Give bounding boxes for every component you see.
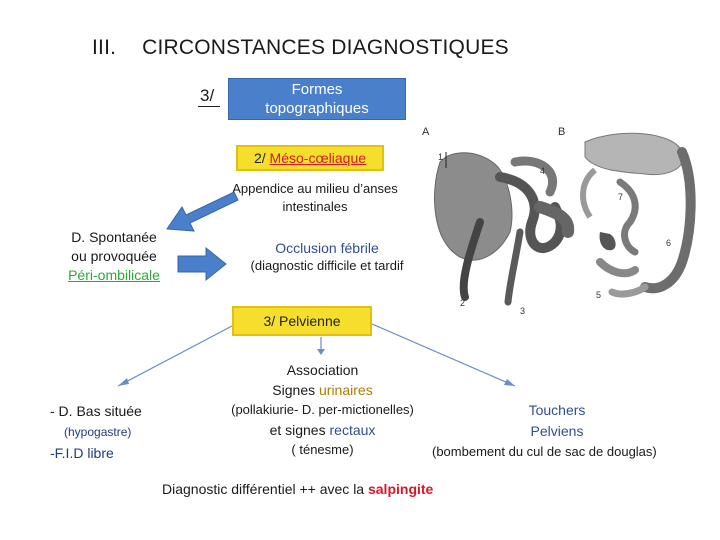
- association-line2: Signes urinaires: [272, 382, 373, 398]
- label-b-7: 7: [618, 192, 623, 202]
- bas-line3: -F.I.D libre: [50, 445, 114, 461]
- pelvienne-label: 3/ Pelvienne: [263, 313, 341, 329]
- section-number: III.: [92, 36, 117, 59]
- occlusion-block: Occlusion fébrile (diagnostic difficile …: [232, 239, 422, 275]
- association-line3: (pollakiurie- D. per-mictionelles): [231, 402, 414, 417]
- meso-label: Méso-cœliaque: [269, 150, 367, 166]
- title-text: CIRCONSTANCES DIAGNOSTIQUES: [142, 36, 509, 59]
- salpingite-highlight: salpingite: [367, 481, 434, 497]
- formes-number: 3/: [200, 86, 215, 105]
- association-line5: ( ténesme): [291, 442, 354, 457]
- meso-description: Appendice au milieu d’anses intestinales: [200, 180, 430, 216]
- diff-prefix: Diagnostic différentiel ++ avec la: [162, 481, 368, 497]
- arrow-pelv-left: [117, 325, 233, 387]
- meso-box: 2/ Méso-cœliaque: [236, 145, 384, 171]
- formes-line1: Formes: [291, 81, 343, 98]
- formes-number-underline: [198, 106, 220, 107]
- occlusion-subtitle: (diagnostic difficile et tardif: [250, 258, 404, 273]
- meso-desc-line1: Appendice au milieu d’anses: [232, 181, 398, 196]
- spontanee-block: D. Spontanée ou provoquée Péri-ombilical…: [44, 228, 184, 285]
- label-a-3: 3: [520, 306, 525, 316]
- bas-line2: (hypogastre): [64, 425, 132, 439]
- touchers-detail: (bombement du cul de sac de douglas): [432, 444, 657, 459]
- arrow-pelv-center: [317, 337, 325, 355]
- panel-b-label: B: [558, 126, 565, 138]
- rectaux-highlight: rectaux: [329, 422, 376, 438]
- association-block: Association Signes urinaires (pollakiuri…: [210, 360, 435, 460]
- label-a-1: 1: [438, 152, 443, 162]
- meso-desc-line2: intestinales: [282, 199, 348, 214]
- touchers-line1: Touchers: [528, 402, 586, 418]
- touchers-block: Touchers Pelviens: [512, 400, 602, 442]
- panel-a-illustration: [434, 152, 575, 306]
- association-line1: Association: [286, 362, 359, 378]
- pelvienne-box: 3/ Pelvienne: [232, 306, 372, 336]
- bas-situee-block: - D. Bas située (hypogastre) -F.I.D libr…: [50, 401, 142, 464]
- meso-prefix: 2/: [253, 150, 270, 166]
- differential-diagnosis: Diagnostic différentiel ++ avec la salpi…: [162, 481, 433, 497]
- appendix-anatomy-figure: A 1 2 3 4 B 7 6 5: [420, 122, 710, 318]
- arrow-to-spontanee: [166, 191, 239, 232]
- arrow-to-occlusion: [177, 246, 227, 282]
- label-b-5: 5: [596, 290, 601, 300]
- occlusion-title: Occlusion fébrile: [275, 240, 379, 256]
- page-title: III. CIRCONSTANCES DIAGNOSTIQUES: [92, 36, 509, 60]
- panel-a-label: A: [422, 126, 430, 138]
- spontanee-line2: ou provoquée: [71, 248, 157, 264]
- label-a-2: 2: [460, 298, 465, 308]
- touchers-line2: Pelviens: [530, 423, 584, 439]
- urinaires-highlight: urinaires: [319, 382, 373, 398]
- bas-line1: - D. Bas située: [50, 403, 142, 419]
- arrow-pelv-right: [371, 323, 516, 387]
- panel-b-illustration: [580, 132, 696, 298]
- spontanee-line1: D. Spontanée: [71, 229, 157, 245]
- formes-line2: topographiques: [265, 100, 369, 117]
- spontanee-line3: Péri-ombilicale: [68, 267, 160, 283]
- label-b-6: 6: [666, 238, 671, 248]
- association-line4: et signes rectaux: [269, 422, 376, 438]
- formes-box: Formes topographiques: [228, 78, 406, 120]
- label-a-4: 4: [540, 166, 545, 176]
